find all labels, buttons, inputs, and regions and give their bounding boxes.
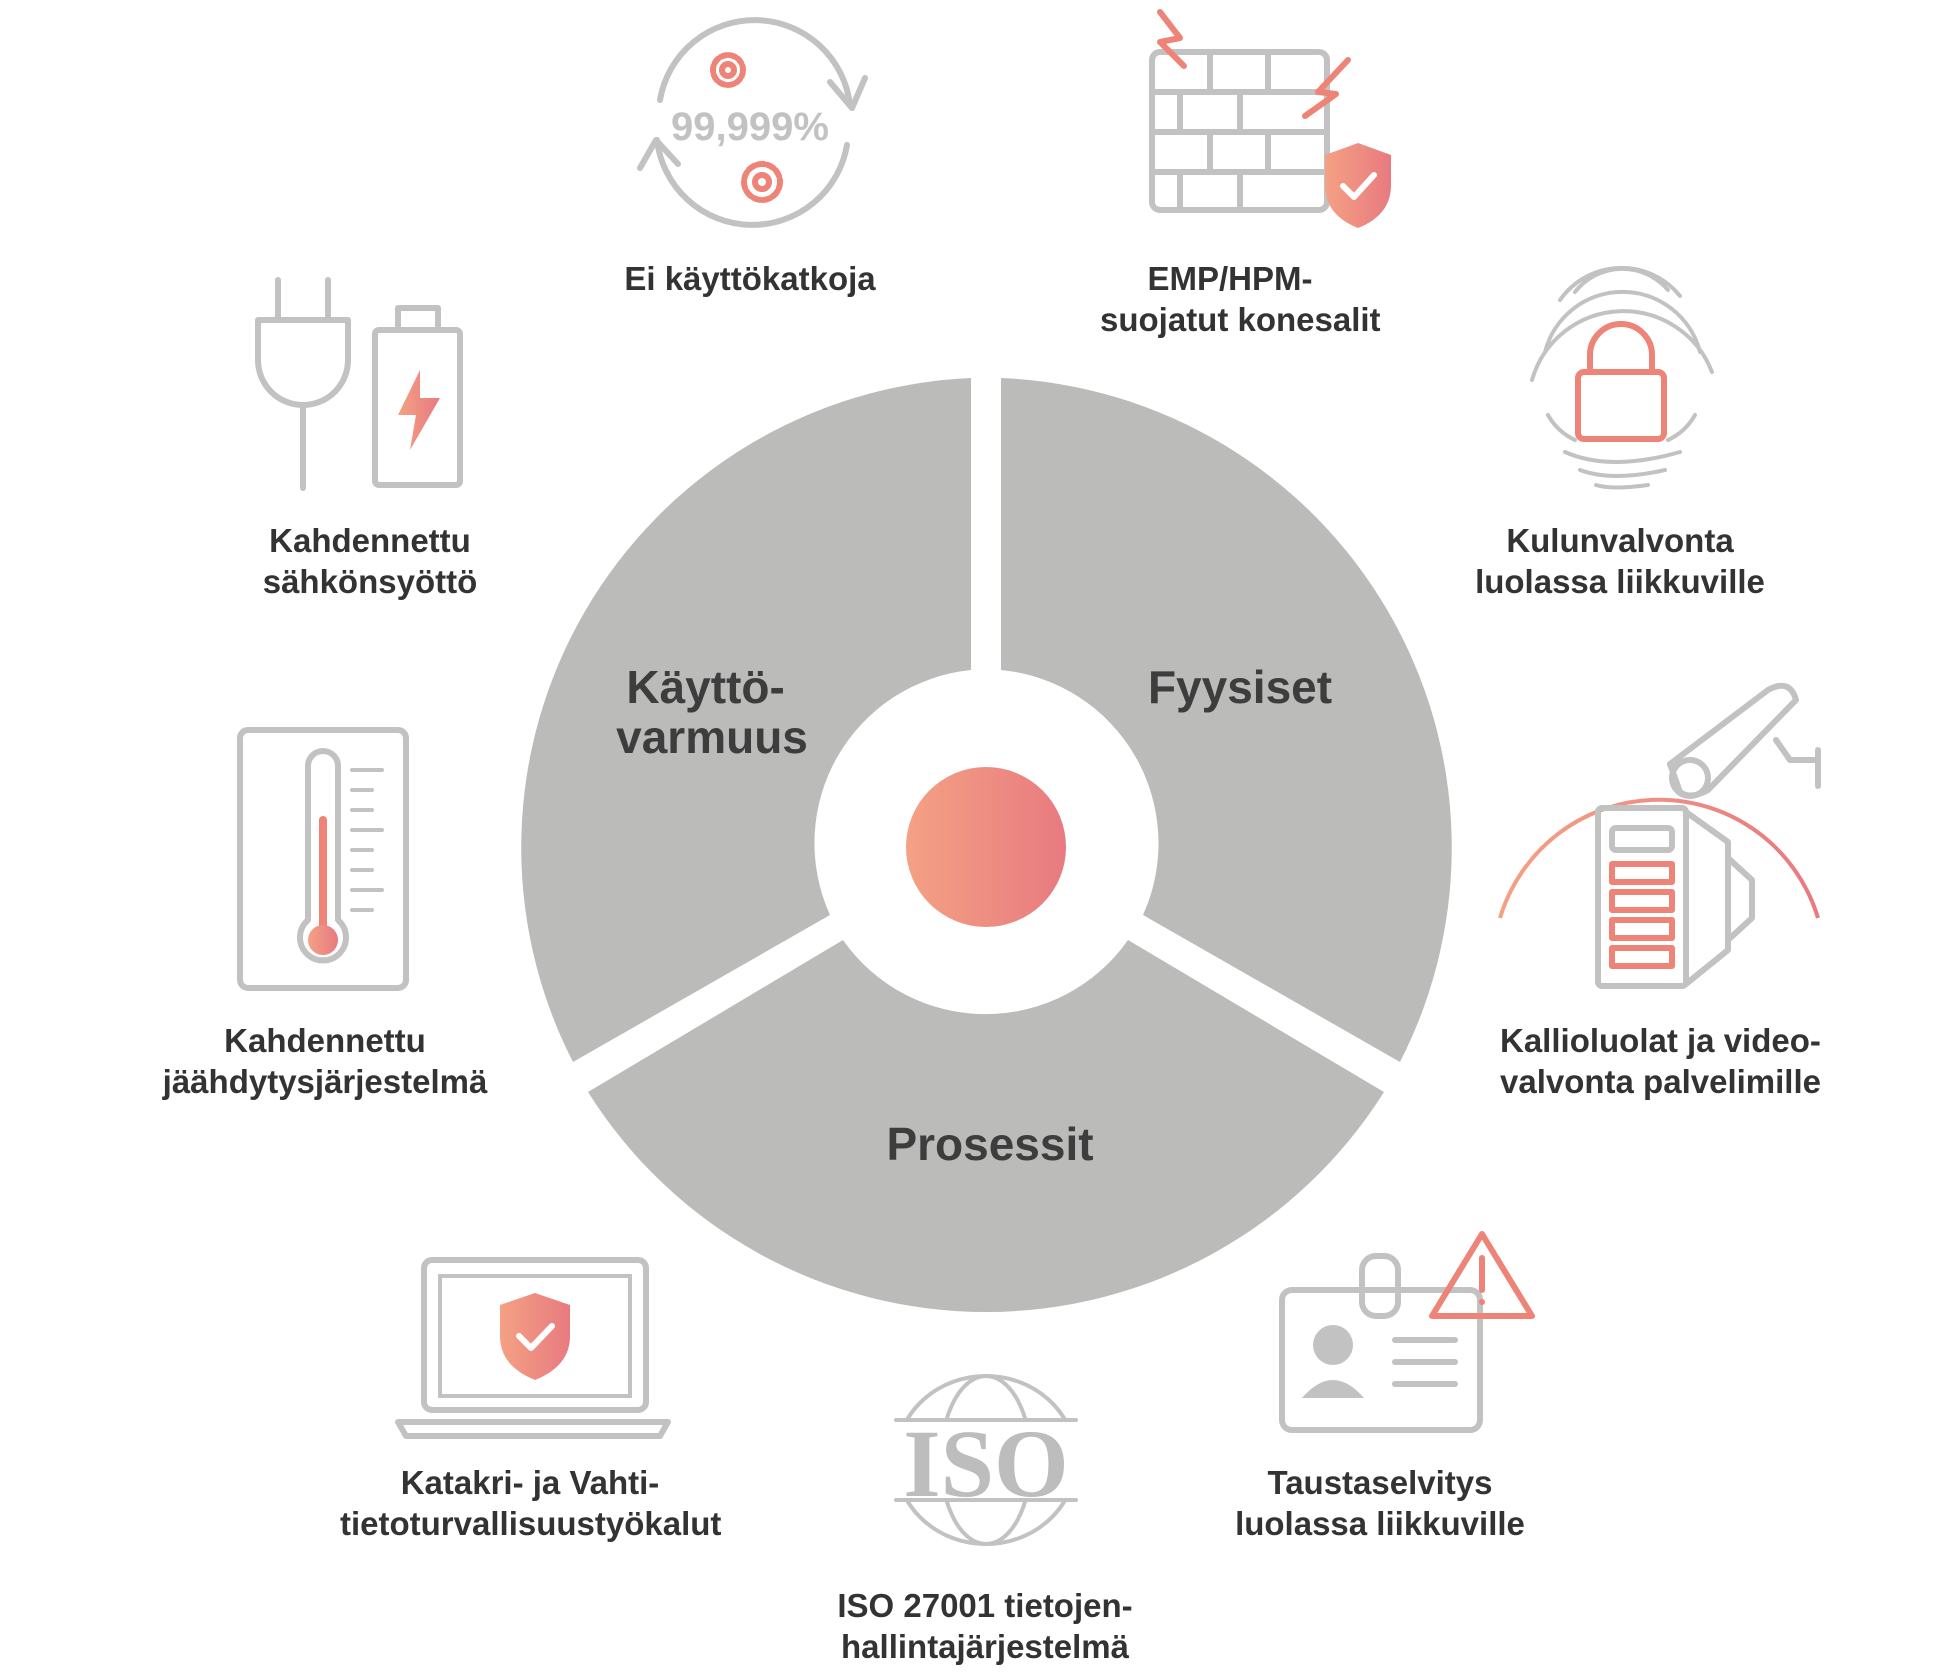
caption-line: Ei käyttökatkoja [624, 260, 876, 297]
caption-line: suojatut konesalit [1100, 301, 1381, 338]
caption-line: Taustaselvitys [1267, 1464, 1493, 1501]
id-card-warning-icon [1279, 1231, 1535, 1433]
plug-battery-icon [255, 277, 463, 491]
caption-cooling: Kahdennettu jäähdytysjärjestelmä [160, 1020, 490, 1102]
caption-line: luolassa liikkuville [1235, 1505, 1525, 1542]
segment-label-kayttovarmuus-1: Käyttö- [626, 661, 784, 713]
segment-label-fyysiset: Fyysiset [1148, 661, 1332, 713]
caption-power: Kahdennettu sähkönsyöttö [240, 520, 500, 602]
caption-line: Katakri- ja Vahti- [400, 1464, 660, 1501]
caption-background-check: Taustaselvitys luolassa liikkuville [1230, 1462, 1530, 1544]
availability-gears-icon: 99,999% [637, 17, 868, 228]
caption-line: jäähdytysjärjestelmä [162, 1063, 488, 1100]
caption-katakri-vahti: Katakri- ja Vahti- tietoturvallisuustyök… [340, 1462, 722, 1544]
caption-access-control: Kulunvalvonta luolassa liikkuville [1470, 520, 1770, 602]
iso-globe-icon: ISO [876, 1374, 1096, 1546]
segment-kayttovarmuus [521, 378, 971, 1062]
thermometer-icon [237, 727, 409, 991]
caption-line: ISO 27001 tietojen- [837, 1587, 1133, 1624]
firewall-shield-icon [1149, 9, 1391, 228]
server-camera-icon [1498, 682, 1821, 989]
segment-label-kayttovarmuus-2: varmuus [616, 711, 808, 763]
caption-iso27001: ISO 27001 tietojen- hallintajärjestelmä [820, 1585, 1150, 1667]
caption-line: EMP/HPM- [1147, 260, 1313, 297]
segment-prosessit [588, 940, 1384, 1313]
fingerprint-lock-icon [1530, 265, 1714, 490]
segment-label-prosessit: Prosessit [886, 1118, 1093, 1170]
caption-line: Kahdennettu [269, 522, 471, 559]
ring [521, 378, 1452, 1313]
caption-rock-caves: Kallioluolat ja video- valvonta palvelim… [1500, 1020, 1821, 1102]
caption-availability: Ei käyttökatkoja [610, 258, 890, 299]
availability-figure: 99,999% [671, 105, 829, 149]
svg-text:Käyttö- varmuus: Käyttö- varmuus [616, 661, 808, 763]
caption-line: tietoturvallisuustyökalut [340, 1505, 722, 1542]
laptop-shield-icon [395, 1257, 671, 1439]
caption-line: Kulunvalvonta [1506, 522, 1734, 559]
caption-line: Kahdennettu [224, 1022, 426, 1059]
caption-line: hallintajärjestelmä [841, 1628, 1129, 1665]
iso-wordmark: ISO [903, 1410, 1068, 1517]
caption-line: sähkönsyöttö [262, 563, 478, 600]
caption-line: valvonta palvelimille [1500, 1063, 1821, 1100]
caption-line: Kallioluolat ja video- [1500, 1022, 1821, 1059]
caption-emp-hpm: EMP/HPM- suojatut konesalit [1100, 258, 1381, 340]
segment-fyysiset [1001, 378, 1452, 1062]
caption-line: luolassa liikkuville [1475, 563, 1765, 600]
center-dot [906, 767, 1066, 927]
